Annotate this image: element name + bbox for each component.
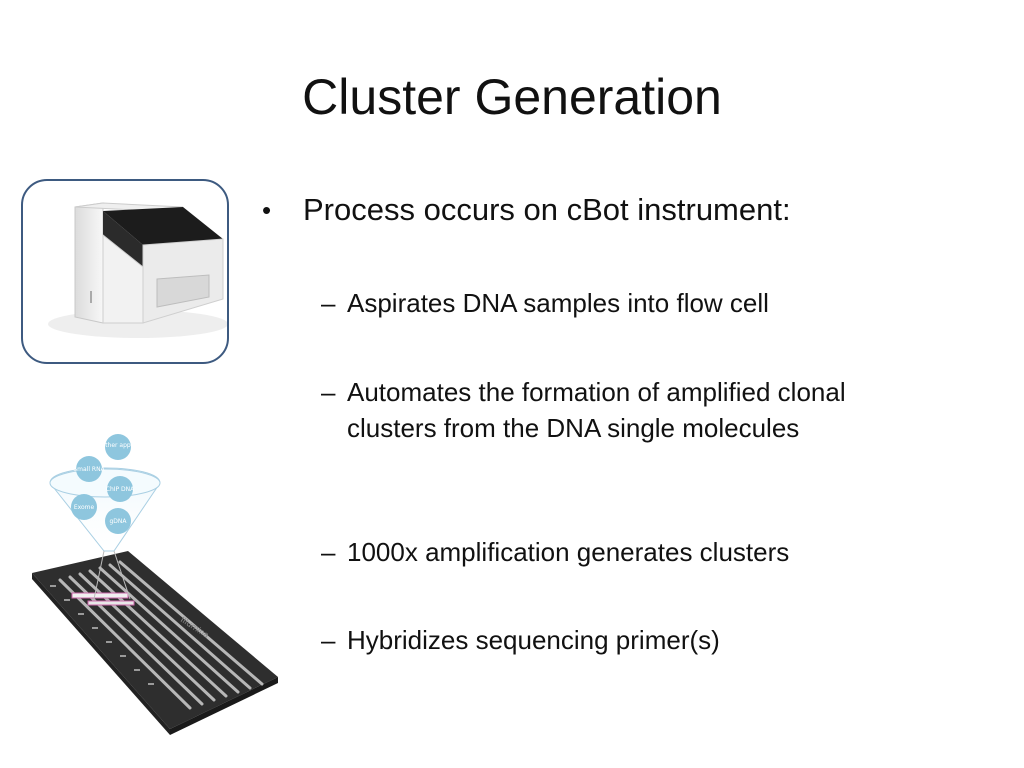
sample-circle: ChIP DNA bbox=[106, 476, 135, 502]
sample-circle: Other app's bbox=[100, 434, 136, 460]
dash-marker: – bbox=[321, 537, 336, 567]
sub-bullet-text: 1000x amplification generates clusters bbox=[347, 537, 790, 567]
bullet-marker: • bbox=[262, 195, 272, 225]
sample-circle: gDNA bbox=[105, 508, 131, 534]
cbot-instrument-image bbox=[48, 202, 227, 338]
dash-marker: – bbox=[321, 377, 336, 407]
sub-bullet-item: – Hybridizes sequencing primer(s) bbox=[321, 622, 941, 658]
svg-text:gDNA: gDNA bbox=[109, 518, 127, 525]
instrument-photo-frame bbox=[21, 179, 229, 364]
sub-bullet-item: – 1000x amplification generates clusters bbox=[321, 534, 941, 570]
dash-marker: – bbox=[321, 288, 336, 318]
slide-title: Cluster Generation bbox=[302, 69, 722, 125]
sample-circle: Exome bbox=[71, 494, 97, 520]
svg-text:Other app's: Other app's bbox=[100, 442, 135, 449]
flow-cell: Illumina bbox=[32, 551, 278, 735]
svg-text:ChIP DNA: ChIP DNA bbox=[106, 486, 135, 493]
sub-bullet-item: – Aspirates DNA samples into flow cell bbox=[321, 285, 941, 321]
sub-bullet-text: Hybridizes sequencing primer(s) bbox=[347, 625, 720, 655]
bullet-text: Process occurs on cBot instrument: bbox=[303, 192, 791, 227]
sub-bullet-item: – Automates the formation of amplified c… bbox=[321, 374, 941, 446]
svg-text:Small RNA: Small RNA bbox=[73, 466, 105, 473]
svg-text:Exome: Exome bbox=[74, 504, 95, 511]
dash-marker: – bbox=[321, 625, 336, 655]
sub-bullet-text: Aspirates DNA samples into flow cell bbox=[347, 288, 769, 318]
flowcell-funnel-diagram: Illumina Other app's Small RNA ChIP DNA … bbox=[32, 434, 278, 735]
bullet-item: • Process occurs on cBot instrument: bbox=[262, 188, 791, 232]
sample-circle: Small RNA bbox=[73, 456, 106, 482]
sub-bullet-text: Automates the formation of amplified clo… bbox=[347, 377, 846, 443]
